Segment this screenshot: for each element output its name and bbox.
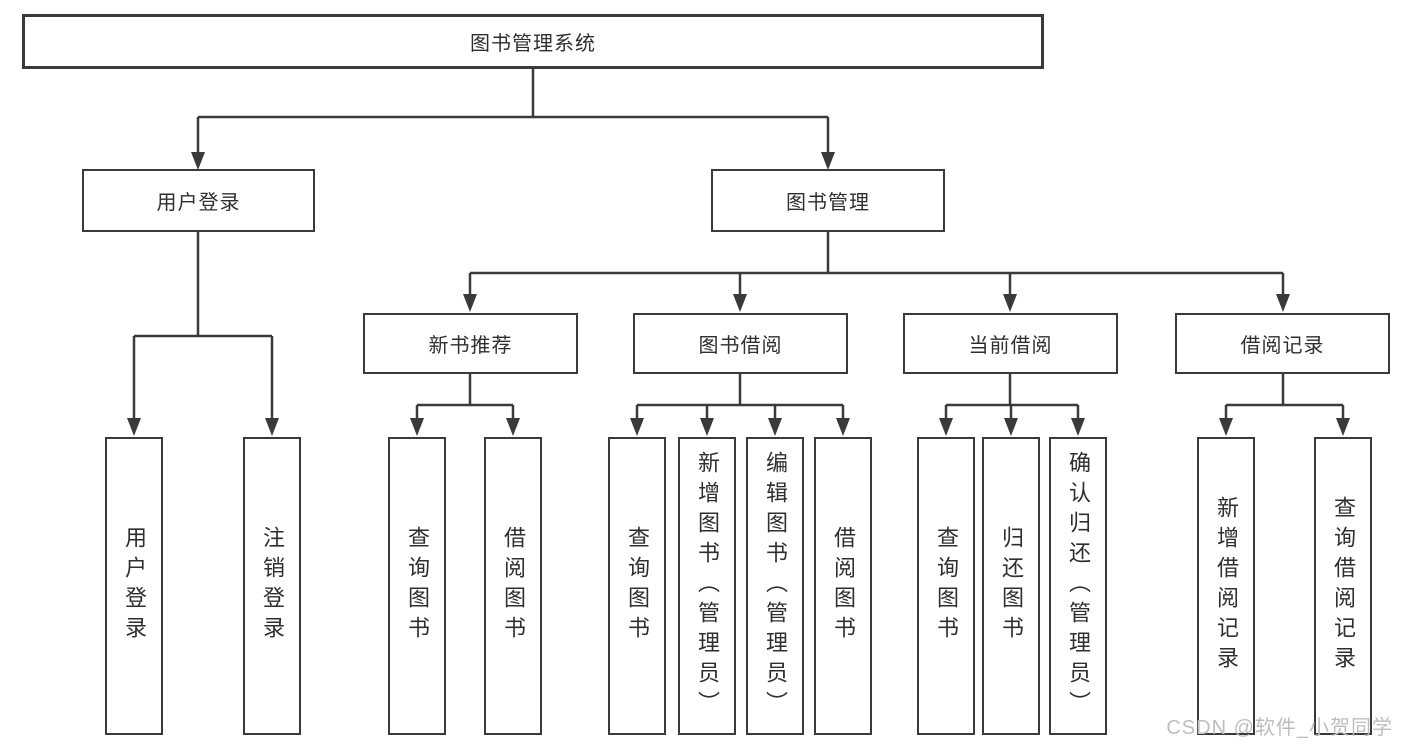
node-root: 图书管理系统 bbox=[22, 14, 1044, 69]
node-book-borrow-label: 图书借阅 bbox=[698, 335, 783, 357]
leaf-query-borrow-record: 查询借阅记录 bbox=[1314, 437, 1372, 735]
leaf-add-borrow-record: 新增借阅记录 bbox=[1197, 437, 1255, 735]
node-new-book-recommend-label: 新书推荐 bbox=[428, 335, 513, 357]
leaf-add-books-admin: 新增图书（管理员） bbox=[678, 437, 736, 735]
leaf-edit-books-admin: 编辑图书（管理员） bbox=[746, 437, 804, 735]
leaf-query-books-1-label: 查询图书 bbox=[405, 526, 430, 646]
leaf-borrow-books-1-label: 借阅图书 bbox=[501, 526, 526, 646]
leaf-user-login-label: 用户登录 bbox=[122, 526, 147, 646]
leaf-query-borrow-record-label: 查询借阅记录 bbox=[1331, 496, 1356, 676]
leaf-confirm-return-admin-label: 确认归还（管理员） bbox=[1066, 451, 1091, 721]
node-book-borrow: 图书借阅 bbox=[633, 313, 848, 374]
leaf-edit-books-admin-label: 编辑图书（管理员） bbox=[763, 451, 788, 721]
node-user-login-label: 用户登录 bbox=[156, 192, 241, 214]
node-user-login: 用户登录 bbox=[82, 169, 315, 232]
leaf-borrow-books-1: 借阅图书 bbox=[484, 437, 542, 735]
leaf-add-books-admin-label: 新增图书（管理员） bbox=[695, 451, 720, 721]
leaf-return-books-label: 归还图书 bbox=[999, 526, 1024, 646]
node-current-borrow: 当前借阅 bbox=[903, 313, 1118, 374]
leaf-query-books-2: 查询图书 bbox=[608, 437, 666, 735]
node-book-management: 图书管理 bbox=[711, 169, 945, 232]
leaf-query-books-3-label: 查询图书 bbox=[934, 526, 959, 646]
node-current-borrow-label: 当前借阅 bbox=[968, 335, 1053, 357]
arrowheads bbox=[127, 152, 1350, 436]
leaf-return-books: 归还图书 bbox=[982, 437, 1040, 735]
connector-lines bbox=[132, 69, 1345, 419]
leaf-add-borrow-record-label: 新增借阅记录 bbox=[1214, 496, 1239, 676]
node-borrow-record-label: 借阅记录 bbox=[1240, 335, 1325, 357]
watermark: CSDN @软件_小贺同学 bbox=[1166, 717, 1393, 739]
node-new-book-recommend: 新书推荐 bbox=[363, 313, 578, 374]
leaf-user-login: 用户登录 bbox=[105, 437, 163, 735]
leaf-query-books-1: 查询图书 bbox=[388, 437, 446, 735]
node-borrow-record: 借阅记录 bbox=[1175, 313, 1390, 374]
leaf-confirm-return-admin: 确认归还（管理员） bbox=[1049, 437, 1107, 735]
node-book-management-label: 图书管理 bbox=[786, 192, 870, 214]
leaf-logout: 注销登录 bbox=[243, 437, 301, 735]
leaf-borrow-books-2-label: 借阅图书 bbox=[831, 526, 856, 646]
leaf-borrow-books-2: 借阅图书 bbox=[814, 437, 872, 735]
leaf-logout-label: 注销登录 bbox=[260, 526, 285, 646]
leaf-query-books-2-label: 查询图书 bbox=[625, 526, 650, 646]
leaf-query-books-3: 查询图书 bbox=[917, 437, 975, 735]
node-root-label: 图书管理系统 bbox=[470, 33, 596, 55]
